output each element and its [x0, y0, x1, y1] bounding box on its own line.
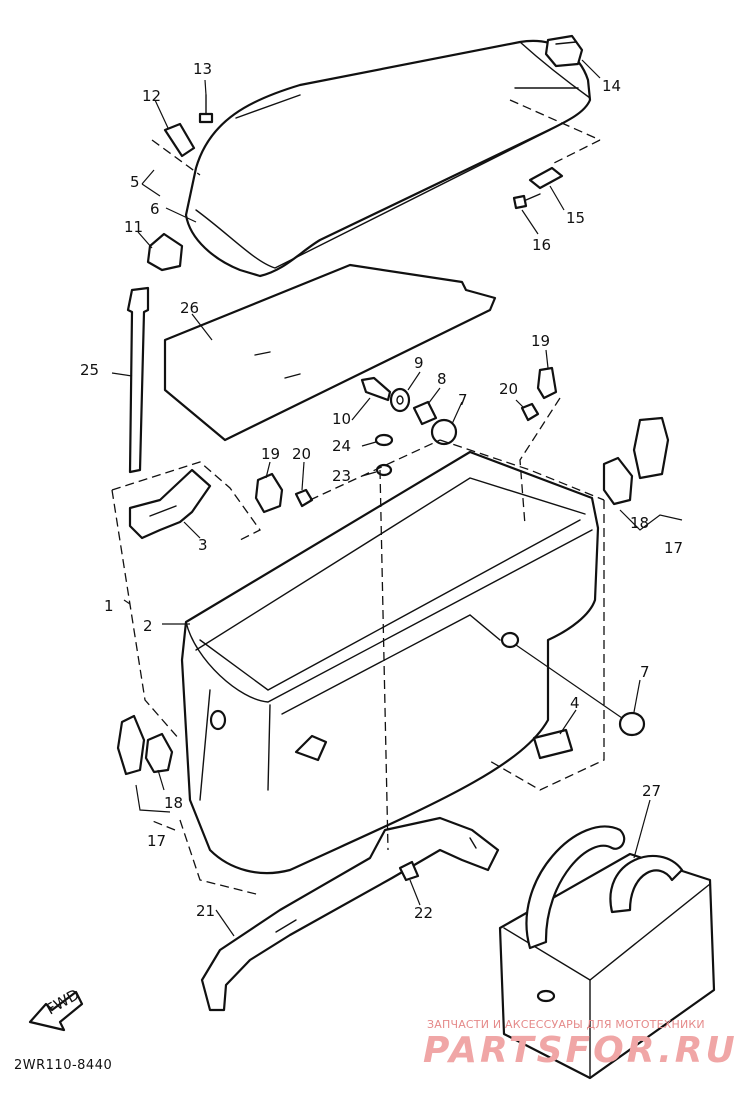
callout-18b: 18 — [630, 514, 649, 532]
part-2-case-body — [180, 450, 600, 875]
part-5-lid — [184, 39, 592, 278]
callout-22: 22 — [414, 904, 433, 922]
part-7-rubber — [430, 418, 458, 446]
part-21-bracket — [200, 816, 500, 1012]
callout-6: 6 — [150, 200, 160, 218]
callout-17a: 17 — [147, 832, 166, 850]
part-19-bracket-left — [254, 472, 284, 514]
callout-16: 16 — [532, 236, 551, 254]
callout-3: 3 — [198, 536, 208, 554]
callout-15: 15 — [566, 209, 585, 227]
callout-4: 4 — [570, 694, 580, 712]
callout-14: 14 — [602, 77, 621, 95]
part-26-inner-panel — [163, 263, 497, 442]
part-23-grommet — [375, 463, 393, 477]
part-20-nut-left — [294, 488, 314, 508]
callout-17b: 17 — [664, 539, 683, 557]
callout-18a: 18 — [164, 794, 183, 812]
part-16-screw — [512, 193, 541, 210]
part-27-bag — [498, 825, 716, 1080]
part-20-nut-right — [520, 402, 540, 422]
callout-10: 10 — [332, 410, 351, 428]
callout-27: 27 — [642, 782, 661, 800]
callout-20b: 20 — [499, 380, 518, 398]
callout-9: 9 — [414, 354, 424, 372]
callout-11: 11 — [124, 218, 143, 236]
part-3-gasket — [128, 468, 212, 540]
callout-21: 21 — [196, 902, 215, 920]
callout-25: 25 — [80, 361, 99, 379]
part-18-plate-left — [144, 732, 174, 774]
part-22-clip — [398, 860, 420, 882]
callout-7a: 7 — [458, 391, 468, 409]
callout-26: 26 — [180, 299, 199, 317]
part-4-pad — [532, 728, 574, 760]
callout-1: 1 — [104, 597, 114, 615]
part-10-bolt — [360, 376, 392, 402]
part-19-bracket-right — [536, 366, 558, 400]
watermark-subtitle: ЗАПЧАСТИ И АКСЕССУАРЫ ДЛЯ МОТОТЕХНИКИ — [427, 1018, 705, 1031]
part-13-screw — [198, 94, 214, 124]
callout-23: 23 — [332, 467, 351, 485]
callout-12: 12 — [142, 87, 161, 105]
callout-2: 2 — [143, 617, 153, 635]
callout-5: 5 — [130, 173, 140, 191]
callout-19a: 19 — [261, 445, 280, 463]
part-8-spacer — [412, 400, 438, 426]
part-24-cap — [374, 433, 394, 447]
callout-8: 8 — [437, 370, 447, 388]
callout-19b: 19 — [531, 332, 550, 350]
part-11-latch — [146, 232, 184, 272]
part-12-plate — [163, 122, 196, 158]
part-7-rubber-lower — [618, 711, 646, 737]
part-9-washer — [389, 387, 411, 413]
part-25-strap — [126, 286, 150, 474]
watermark-brand: PARTSFOR.RU — [423, 1030, 734, 1071]
part-17-hinge-right — [632, 416, 670, 480]
part-17-hinge-left — [116, 714, 146, 776]
callout-24: 24 — [332, 437, 351, 455]
callout-13: 13 — [193, 60, 212, 78]
fwd-arrow: FWD — [28, 985, 84, 1032]
callout-20a: 20 — [292, 445, 311, 463]
diagram-code: 2WR110-8440 — [14, 1058, 113, 1073]
part-18-plate-right — [602, 456, 634, 506]
callout-7b: 7 — [640, 663, 650, 681]
part-15-plate — [528, 166, 564, 190]
part-14-hinge — [544, 34, 601, 79]
